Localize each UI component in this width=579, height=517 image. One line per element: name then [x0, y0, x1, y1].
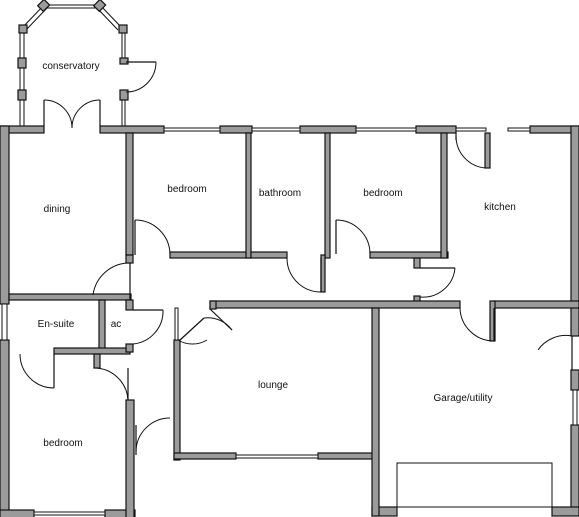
- walls: [0, 125, 579, 517]
- ensuite-label: En-suite: [38, 319, 75, 330]
- doors: [19, 99, 573, 455]
- bedroom-3-label: bedroom: [43, 438, 82, 449]
- garage-bench: [396, 462, 553, 508]
- bedroom-2-label: bedroom: [363, 188, 402, 199]
- ac-label: ac: [111, 319, 122, 330]
- kitchen-label: kitchen: [484, 202, 516, 213]
- windows: [1, 127, 578, 516]
- room-labels: conservatory dining bedroom bathroom bed…: [38, 61, 516, 449]
- conservatory-glazing: [17, 0, 157, 126]
- garage-label: Garage/utility: [434, 393, 493, 404]
- dining-label: dining: [44, 204, 71, 215]
- bedroom-1-label: bedroom: [167, 184, 206, 195]
- conservatory-label: conservatory: [42, 61, 99, 72]
- bathroom-label: bathroom: [259, 188, 301, 199]
- lounge-label: lounge: [258, 380, 288, 391]
